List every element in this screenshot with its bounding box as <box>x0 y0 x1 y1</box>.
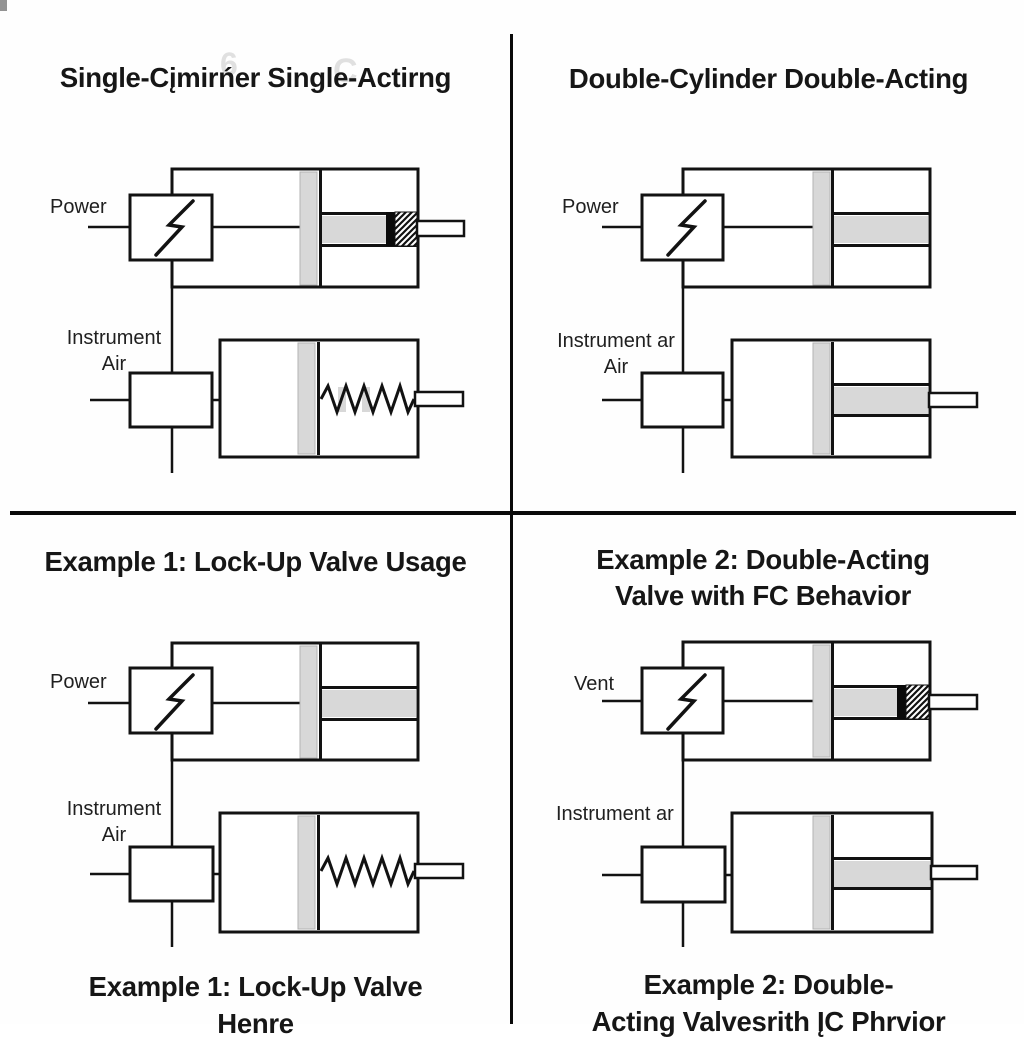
hatched-block-icon <box>394 211 418 247</box>
piston <box>812 171 831 286</box>
caption-bottom-left: Example 1: Lock-Up Valve Henre <box>0 968 511 1042</box>
piston <box>812 815 831 930</box>
hatched-block-icon <box>905 684 930 720</box>
label-line-1: Instrument <box>66 327 162 349</box>
label-vent-br: Vent <box>574 673 615 695</box>
rod-bar <box>322 216 386 243</box>
caption-line-2: Acting Valvesrith ĮC Phrvior <box>591 1006 946 1037</box>
spring-icon <box>319 381 416 417</box>
rod-bar <box>834 387 928 414</box>
lightning-bolt-icon <box>154 199 195 257</box>
spring-icon <box>319 853 416 889</box>
piston <box>299 645 318 759</box>
bl-lower-diagram <box>90 811 465 947</box>
piston <box>812 644 831 758</box>
lightning-bolt-icon <box>666 199 707 257</box>
stem-rod <box>927 693 979 711</box>
title-bottom-left: Example 1: Lock-Up Valve Usage <box>44 546 467 577</box>
pilot-box <box>128 845 215 903</box>
edge-artifact <box>0 0 7 11</box>
label-instrument-air-tr: Instrument ar Air <box>546 328 686 380</box>
label-instrument-air-tl: Instrument Air <box>58 325 170 377</box>
title-line-1: Example 2: Double-Acting <box>596 544 930 575</box>
label-power-tr: Power <box>562 196 619 218</box>
title-top-right: Double-Cylinder Double-Acting <box>568 63 969 94</box>
pilot-box <box>128 371 214 429</box>
pilot-box <box>640 371 725 429</box>
caption-bottom-right: Example 2: Double- Acting Valvesrith ĮC … <box>513 966 1024 1040</box>
spring-shadow <box>362 387 370 412</box>
label-power-bl: Power <box>50 671 107 693</box>
lightning-bolt-icon <box>666 673 707 731</box>
solenoid-box <box>128 193 214 262</box>
label-instrument-air-br: Instrument ar <box>556 803 674 825</box>
pilot-box <box>640 845 727 904</box>
title-top-left: Single-Cįmirńer Single-Actirng <box>59 62 452 93</box>
bl-upper-diagram <box>88 641 420 847</box>
rod-bar <box>322 690 416 717</box>
label-line-1: Instrument <box>66 798 162 820</box>
tl-lower-diagram <box>90 338 465 473</box>
piston <box>299 171 318 286</box>
title-line-2: Valve with FC Behavior <box>615 580 911 611</box>
label-line-2: Air <box>603 356 629 378</box>
label-line-1: Instrument ar <box>557 330 675 352</box>
seal-block <box>897 685 906 719</box>
label-line-2: Air <box>101 824 127 846</box>
br-lower-diagram <box>602 811 979 947</box>
rod-bar <box>834 689 897 716</box>
label-instrument-air-bl: Instrument Air <box>58 796 170 848</box>
title-bottom-right: Example 2: Double-Acting Valve with FC B… <box>513 542 1013 614</box>
ghost-glyph: 6 <box>220 46 238 82</box>
piston <box>812 342 831 455</box>
piston <box>297 342 316 455</box>
ghost-glyph: C <box>333 52 358 90</box>
caption-line-1: Example 2: Double- <box>643 969 894 1000</box>
label-line-2: Air <box>101 353 127 375</box>
tl-upper-diagram <box>88 167 466 373</box>
stem-rod <box>413 390 465 408</box>
seal-block <box>386 212 395 246</box>
stem-rod <box>415 219 466 238</box>
caption-line-1: Example 1: Lock-Up Valve <box>88 971 423 1002</box>
stem-rod <box>413 862 465 880</box>
tr-upper-diagram <box>602 167 932 373</box>
label-power-tl: Power <box>50 196 107 218</box>
piston <box>297 815 316 930</box>
rod-bar <box>834 861 930 887</box>
stem-rod <box>927 391 979 409</box>
stem-rod <box>929 864 979 881</box>
tr-lower-diagram <box>602 338 979 473</box>
solenoid-box <box>640 193 725 262</box>
rod-bar <box>834 216 928 243</box>
lightning-bolt-icon <box>154 673 195 731</box>
br-upper-diagram <box>602 640 979 847</box>
